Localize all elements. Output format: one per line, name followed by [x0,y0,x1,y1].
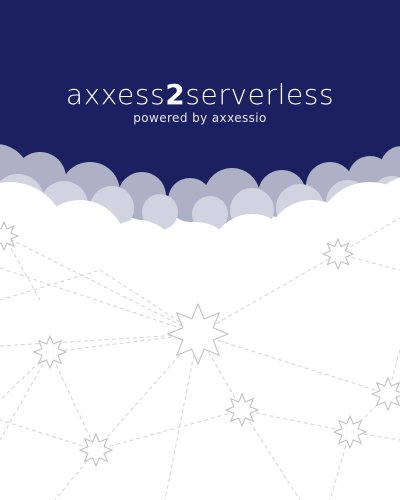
app-title-highlight: 2 [165,78,186,111]
app-title-prefix: axxess [65,78,166,111]
star-icon [78,432,114,468]
star-icon [321,237,355,271]
star-icon [166,302,230,366]
star-icon [32,334,68,370]
app-title: axxess2serverless [0,76,400,114]
star-icon [370,376,400,412]
network-connections [0,217,400,500]
app-tagline: powered by axxessio [133,111,267,125]
network-nodes [0,220,400,468]
cloud-front-layer [0,177,400,500]
star-icon [332,414,368,450]
star-icon [0,220,20,252]
app-title-suffix: serverless [185,78,335,111]
star-icon [224,392,260,428]
